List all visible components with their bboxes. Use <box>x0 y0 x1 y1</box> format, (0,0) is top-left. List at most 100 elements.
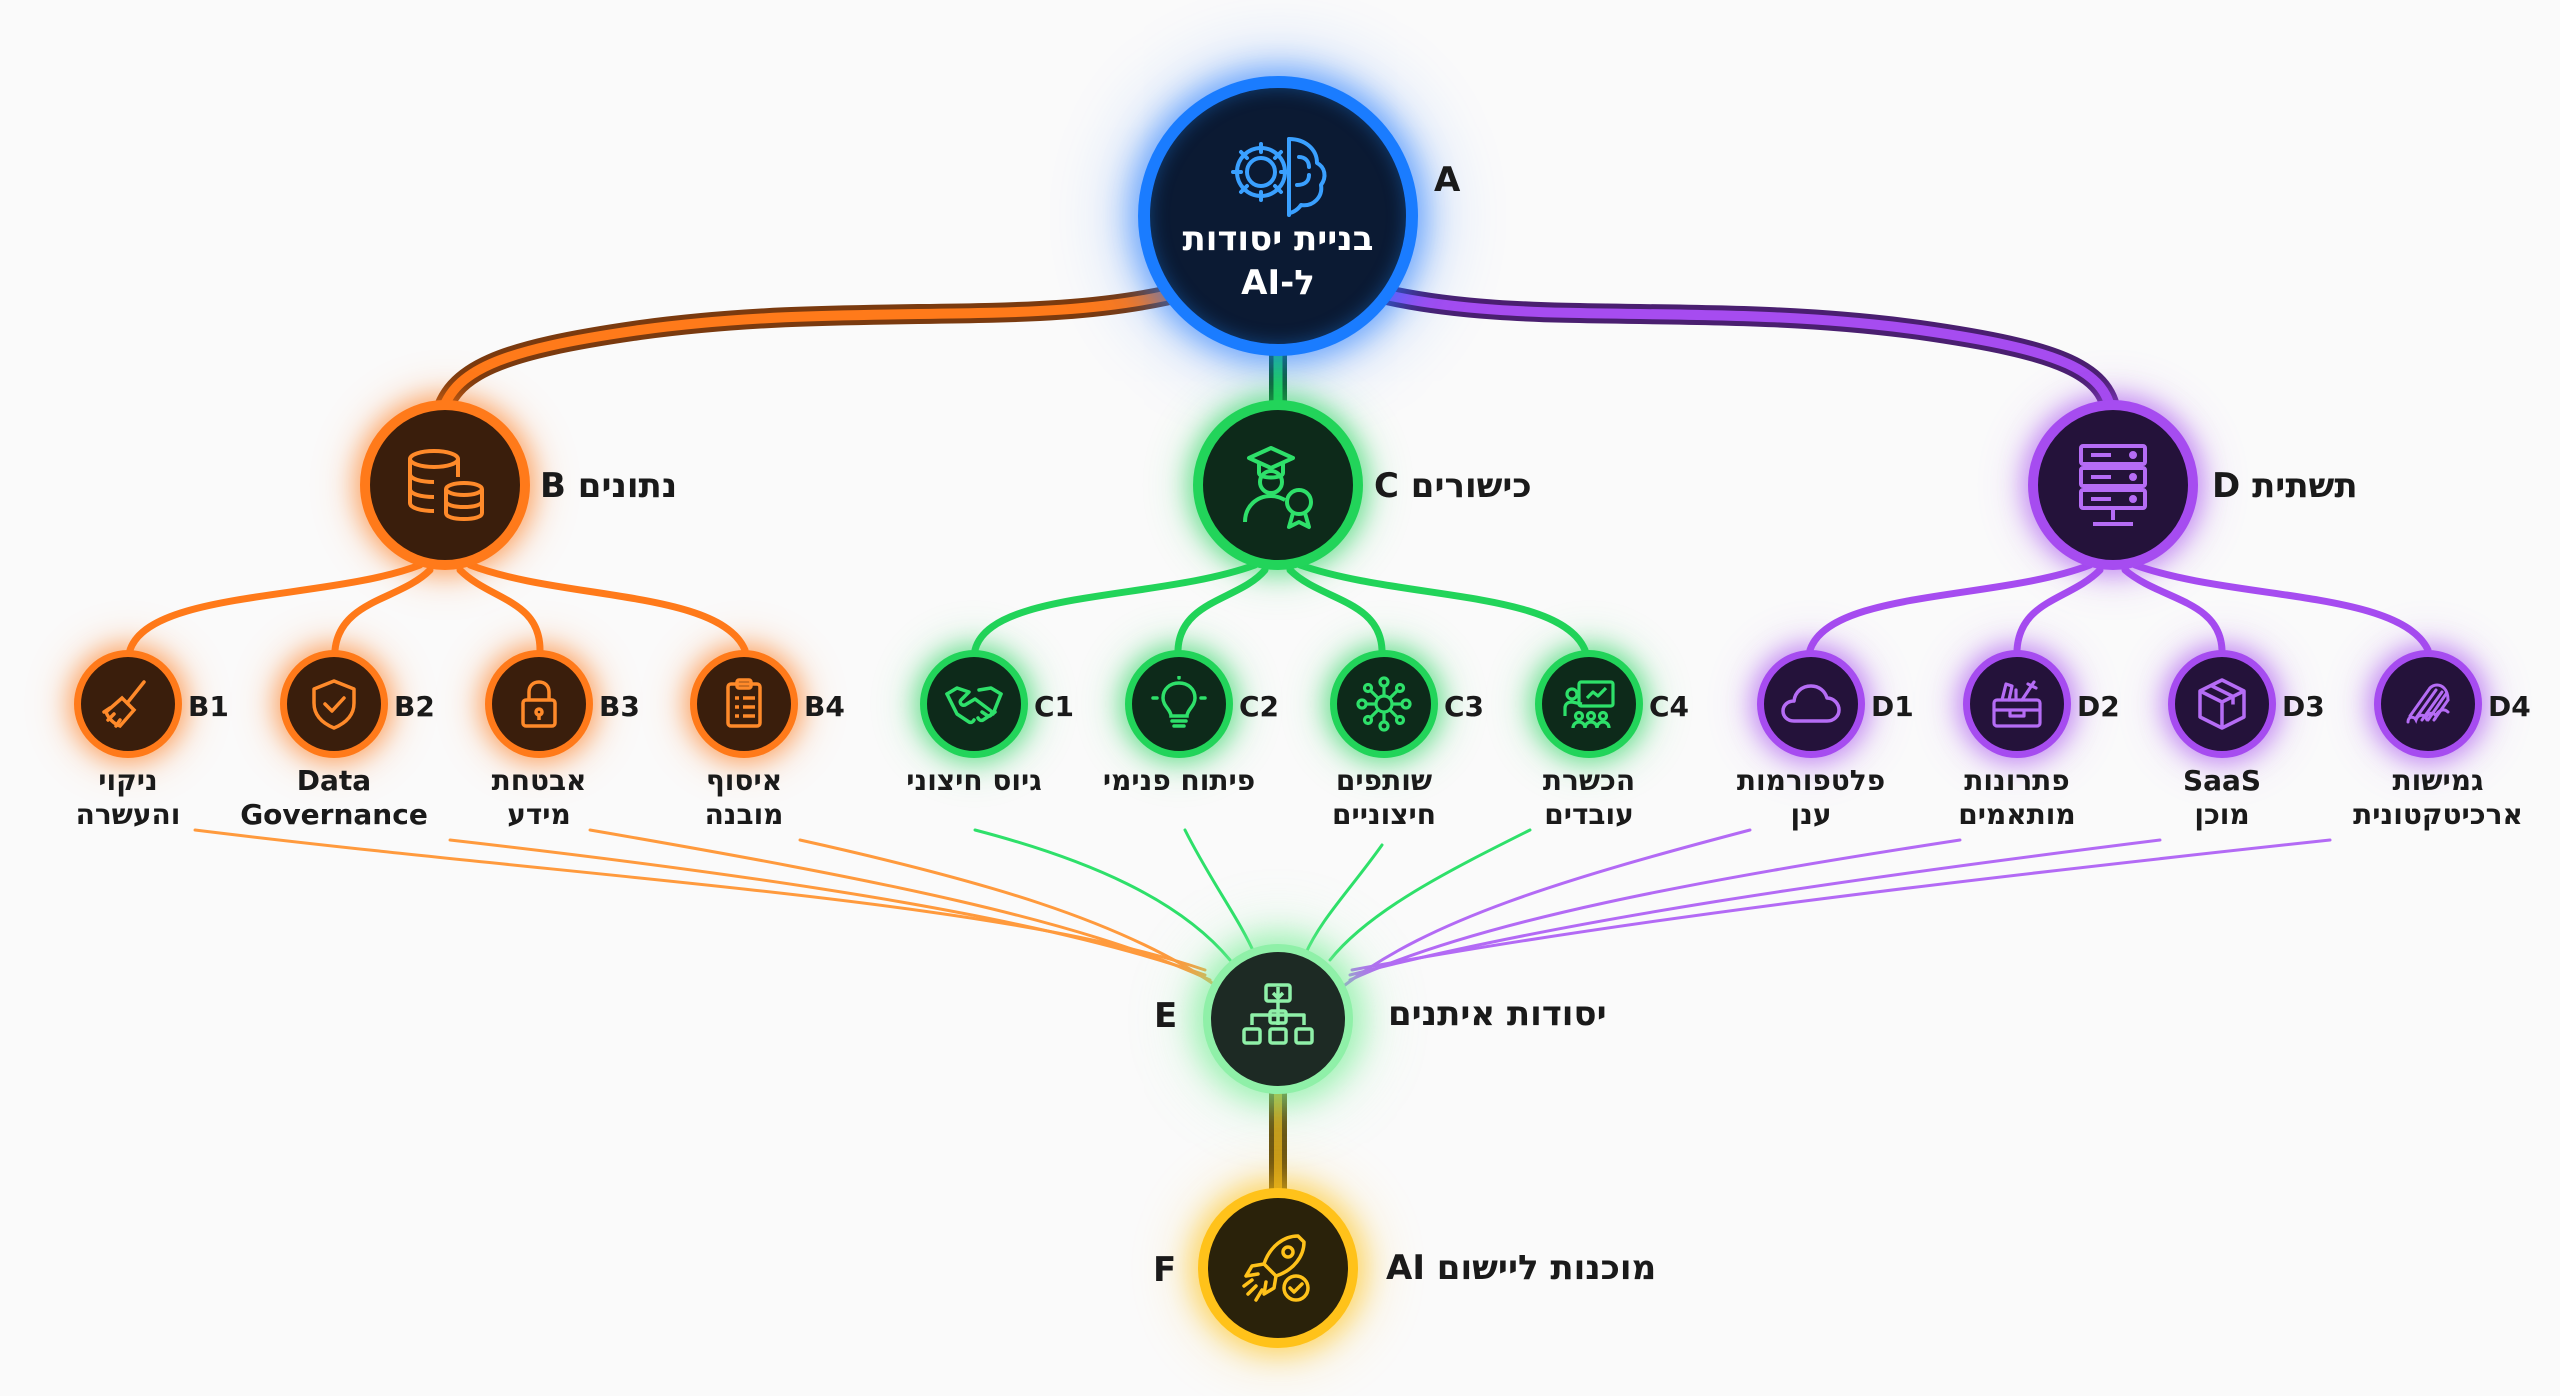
node-e[interactable] <box>1203 944 1353 1094</box>
leaf-node-b1[interactable] <box>74 650 182 758</box>
cloud-icon <box>1781 684 1841 723</box>
leaf-label-b2-line2: Governance <box>240 798 428 831</box>
leaf-label-d3-line2: מוכן <box>2194 798 2250 831</box>
connector-d-d3 <box>2121 566 2226 654</box>
branch-label-b: נתונים B <box>540 466 677 506</box>
lightbulb-icon <box>1151 676 1207 728</box>
connector-c4-e <box>1328 828 1532 962</box>
leaf-label-b1-line1: ניקוי <box>98 764 158 797</box>
leaf-label-c4-line2: עובדים <box>1544 798 1634 831</box>
root-title-line2: ל-AI <box>1241 263 1315 303</box>
connector-c-c3 <box>1286 566 1386 654</box>
leaf-label-b4-line1: איסוף <box>705 764 783 797</box>
leaf-node-c1[interactable] <box>920 650 1028 758</box>
leaf-label-c2: פיתוח פנימי <box>1069 764 1289 798</box>
presentation-board-icon <box>1563 680 1615 729</box>
leaf-label-c3-line1: שותפים <box>1335 764 1433 797</box>
leaf-code-d2: D2 <box>2077 690 2120 723</box>
connector-d1-e <box>1343 828 1752 987</box>
leaf-label-c1: גיוס חיצוני <box>864 764 1084 798</box>
branch-node-b[interactable] <box>360 400 530 570</box>
connector-c1-e <box>973 828 1232 962</box>
leaf-label-d1: פלטפורמות ענן <box>1701 764 1921 832</box>
leaf-code-b2: B2 <box>394 690 435 723</box>
leaf-node-b3[interactable] <box>485 650 593 758</box>
server-icon <box>2079 444 2147 526</box>
node-f[interactable] <box>1198 1188 1358 1348</box>
leaf-label-d4-line2: ארכיטקטונית <box>2353 798 2523 831</box>
branch-code-b: B <box>540 466 566 506</box>
leaf-label-d2-line1: פתרונות <box>1964 764 2070 797</box>
connector-b-b4 <box>466 561 749 654</box>
connector-d-d1 <box>1806 561 2094 654</box>
leaf-label-b2-line1: Data <box>296 764 372 797</box>
leaf-label-d1-line1: פלטפורמות <box>1736 764 1886 797</box>
connector-b1-e <box>193 828 1207 972</box>
leaf-label-c4: הכשרת עובדים <box>1479 764 1699 832</box>
hierarchy-merge-icon <box>1242 983 1314 1045</box>
root-node-a[interactable]: בניית יסודות ל-AI <box>1138 76 1418 356</box>
branch-node-c[interactable] <box>1193 400 1363 570</box>
connector-b3-e <box>588 828 1212 982</box>
label-e: יסודות איתנים <box>1388 994 1607 1034</box>
leaf-node-d1[interactable] <box>1757 650 1865 758</box>
clipboard-list-icon <box>726 678 762 728</box>
leaf-label-c3: שותפים חיצוניים <box>1274 764 1494 832</box>
toolbox-icon <box>1992 680 2042 728</box>
connector-d2-e <box>1348 838 1962 982</box>
connector-d4-e <box>1350 838 2332 972</box>
leaf-label-b3-line1: אבטחת <box>491 764 587 797</box>
network-people-icon <box>1356 676 1412 732</box>
connector-b4-e <box>798 838 1217 987</box>
connector-d-d2 <box>2013 566 2104 654</box>
leaf-label-d3-line1: SaaS <box>2182 764 2262 797</box>
branch-label-d: תשתית D <box>2212 466 2358 506</box>
graduate-certificate-icon <box>1243 446 1313 529</box>
leaf-node-b4[interactable] <box>690 650 798 758</box>
leaf-code-c3: C3 <box>1444 690 1485 723</box>
leaf-node-d2[interactable] <box>1963 650 2071 758</box>
root-title-line1: בניית יסודות <box>1182 219 1374 259</box>
database-icon <box>408 449 484 522</box>
connector-c-c4 <box>1296 561 1589 654</box>
leaf-node-c4[interactable] <box>1535 650 1643 758</box>
leaf-code-d1: D1 <box>1871 690 1914 723</box>
handshake-icon <box>945 686 1003 725</box>
leaf-code-b1: B1 <box>188 690 229 723</box>
leaf-label-d3: SaaS מוכן <box>2112 764 2332 832</box>
branch-node-d[interactable] <box>2028 400 2198 570</box>
leaf-node-c2[interactable] <box>1125 650 1233 758</box>
leaf-label-c3-line2: חיצוניים <box>1331 798 1437 831</box>
leaf-node-b2[interactable] <box>280 650 388 758</box>
rocket-check-icon <box>1242 1234 1310 1302</box>
leaf-label-d4-line1: גמישות <box>2392 764 2484 797</box>
leaf-label-d2: פתרונות מותאמים <box>1907 764 2127 832</box>
leaf-node-d4[interactable] <box>2374 650 2482 758</box>
lock-icon <box>521 680 557 728</box>
branch-label-c-text: כישורים <box>1410 466 1532 506</box>
leaf-label-b2: Data Governance <box>224 764 444 832</box>
leaf-code-b4: B4 <box>804 690 845 723</box>
leaf-label-b1: ניקוי והעשרה <box>18 764 238 832</box>
connector-c3-e <box>1303 843 1384 957</box>
connector-c-c1 <box>971 561 1259 654</box>
branch-code-d: D <box>2212 466 2241 506</box>
branch-label-c: כישורים C <box>1374 466 1532 506</box>
connector-b-b1 <box>126 561 424 654</box>
leaf-code-c4: C4 <box>1649 690 1690 723</box>
leaf-code-d4: D4 <box>2488 690 2531 723</box>
leaf-node-d3[interactable] <box>2168 650 2276 758</box>
leaf-label-d1-line2: ענן <box>1790 798 1832 831</box>
leaf-code-b3: B3 <box>599 690 640 723</box>
leaf-label-b1-line2: והעשרה <box>75 798 181 831</box>
connector-b-b2 <box>331 566 434 654</box>
broom-icon <box>102 680 146 729</box>
code-f: F <box>1153 1250 1177 1290</box>
leaf-label-b3-line2: מידע <box>507 798 571 831</box>
connector-b2-e <box>448 838 1207 977</box>
leaf-label-b3: אבטחת מידע <box>429 764 649 832</box>
code-e: E <box>1154 996 1178 1036</box>
connector-c2-e <box>1183 828 1257 957</box>
leaf-node-c3[interactable] <box>1330 650 1438 758</box>
